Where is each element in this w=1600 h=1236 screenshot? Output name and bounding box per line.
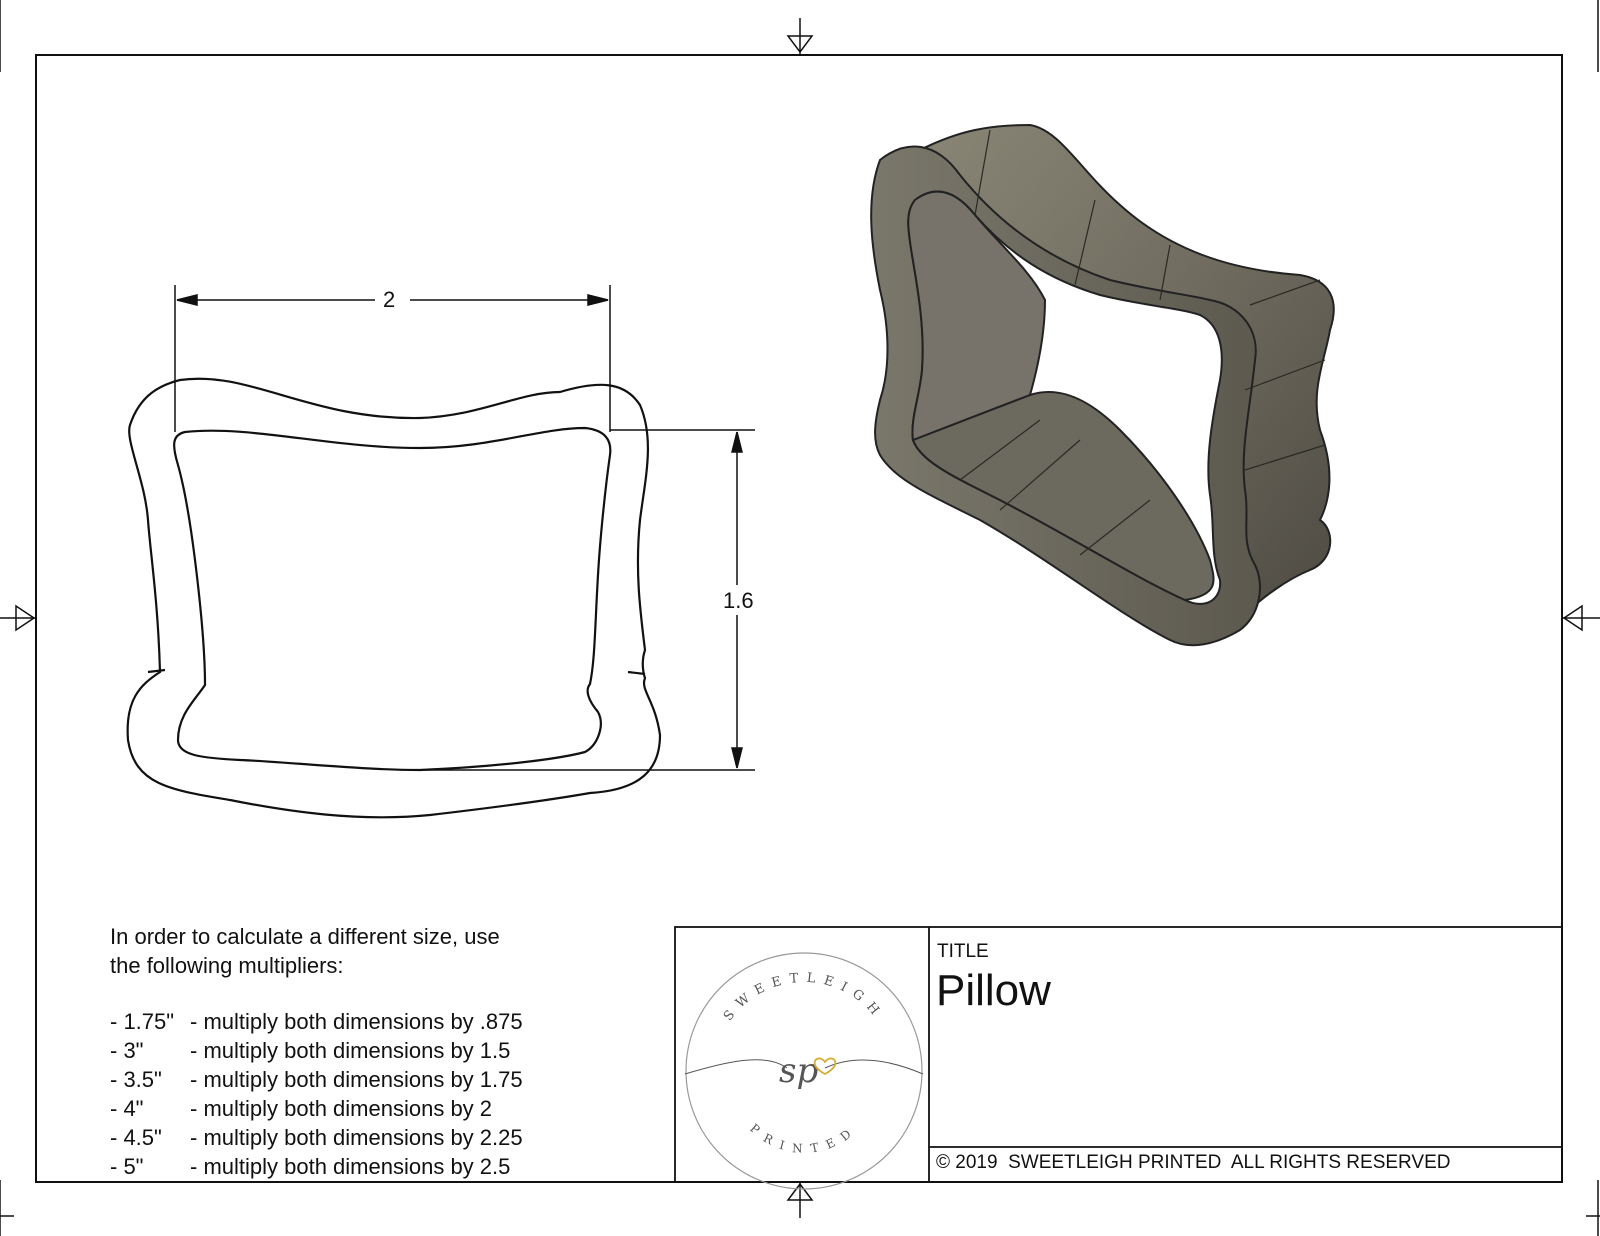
size-value: - 5" (110, 1154, 144, 1179)
list-item: - 3.5" - multiply both dimensions by 1.75 (110, 1065, 523, 1094)
multiplier-text: - multiply both dimensions by 1.75 (190, 1067, 523, 1092)
width-dimension (174, 285, 611, 432)
multiplier-text: - multiply both dimensions by .875 (190, 1009, 523, 1034)
notes-intro-line1: In order to calculate a different size, … (110, 924, 500, 949)
size-notes: In order to calculate a different size, … (110, 922, 523, 1181)
size-value: - 4.5" (110, 1125, 162, 1150)
inner-outline (173, 426, 612, 772)
title-block (674, 926, 1563, 1183)
size-value: - 1.75" (110, 1009, 175, 1034)
list-item: - 4" - multiply both dimensions by 2 (110, 1094, 523, 1123)
logo-arc-top: SWEETLEIGH (721, 971, 879, 1024)
isometric-model (870, 123, 1335, 647)
multiplier-text: - multiply both dimensions by 2.5 (190, 1154, 511, 1179)
multiplier-text: - multiply both dimensions by 1.5 (190, 1038, 511, 1063)
height-dimension-label: 1.6 (719, 588, 758, 614)
model-inner-wall (907, 190, 1047, 442)
list-item: - 1.75" - multiply both dimensions by .87… (110, 1007, 523, 1036)
outer-outline (126, 377, 662, 819)
sweetleigh-logo: SWEETLEIGH PRINTED sp (684, 952, 924, 1190)
plan-view (126, 377, 662, 819)
copyright-notice: © 2019 SWEETLEIGH PRINTED ALL RIGHTS RES… (936, 1152, 1451, 1173)
size-value: - 4" (110, 1096, 144, 1121)
list-item: - 3" - multiply both dimensions by 1.5 (110, 1036, 523, 1065)
height-dimension (420, 429, 755, 771)
size-value: - 3" (110, 1038, 144, 1063)
centering-marks (0, 18, 1600, 1218)
multiplier-text: - multiply both dimensions by 2 (190, 1096, 493, 1121)
heart-icon (813, 1057, 837, 1076)
notes-intro-line2: the following multipliers: (110, 953, 344, 978)
svg-text:SWEETLEIGH: SWEETLEIGH (721, 971, 887, 1024)
multiplier-text: - multiply both dimensions by 2.25 (190, 1125, 523, 1150)
svg-text:PRINTED: PRINTED (747, 1121, 860, 1156)
size-value: - 3.5" (110, 1067, 162, 1092)
logo-monogram: sp (779, 1051, 818, 1091)
logo-arc-bottom: PRINTED (747, 1121, 851, 1156)
list-item: - 5" - multiply both dimensions by 2.5 (110, 1152, 523, 1181)
multiplier-list: - 1.75" - multiply both dimensions by .87… (110, 1007, 523, 1181)
page-title: Pillow (936, 966, 1051, 1015)
title-label: TITLE (937, 941, 989, 962)
width-dimension-label: 2 (379, 287, 400, 313)
list-item: - 4.5" - multiply both dimensions by 2.25 (110, 1123, 523, 1152)
